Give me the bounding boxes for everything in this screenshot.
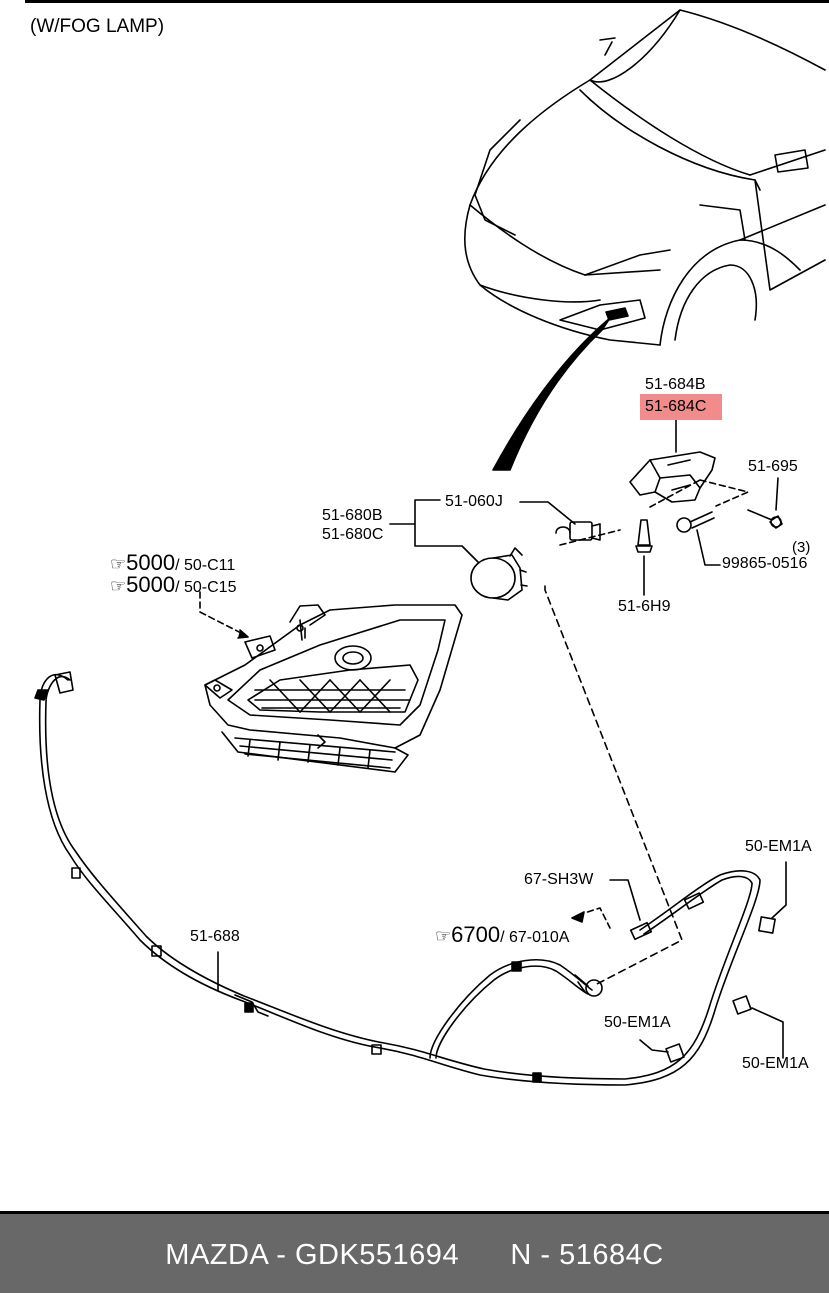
ref-number: 5000 <box>126 550 176 575</box>
ref-number: 6700 <box>451 922 501 947</box>
part-qty: (3) <box>792 539 811 556</box>
part-label-51-060j: 51-060J <box>445 493 503 510</box>
footer-bar <box>0 1211 829 1293</box>
ref-5000-c11: ☞5000/ 50-C11 <box>110 552 235 574</box>
bulb-51-060j <box>519 501 601 541</box>
ref-code: / 50-C11 <box>175 557 236 574</box>
part-label-50-em1a-top: 50-EM1A <box>745 838 812 855</box>
ref-6700-010a: ☞6700/ 67-010A <box>435 924 569 946</box>
part-label-99865-0516: 99865-0516 <box>722 555 808 572</box>
part-label-51-680c: 51-680C <box>322 526 384 543</box>
part-label-51-695: 51-695 <box>748 458 798 475</box>
clip-51-6h9 <box>635 519 653 596</box>
top-rule <box>25 0 829 3</box>
part-label-50-em1a-right: 50-EM1A <box>742 1055 809 1072</box>
wiring-harness <box>34 671 776 1086</box>
footer-part-number: MAZDA - GDK551694 N - 51684C <box>165 1239 664 1271</box>
car-illustration <box>464 9 826 346</box>
part-label-51-684b: 51-684B <box>645 376 706 393</box>
bolt-99865 <box>676 511 721 566</box>
diagram-caption: (W/FOG LAMP) <box>30 16 165 37</box>
part-label-51-680b: 51-680B <box>322 507 383 524</box>
parts-diagram <box>34 9 826 1086</box>
pointing-hand-icon: ☞ <box>435 926 452 946</box>
callout-arrow <box>492 317 611 471</box>
ref-code: / 67-010A <box>500 929 570 946</box>
pointing-hand-icon: ☞ <box>110 576 127 596</box>
part-label-50-em1a-mid: 50-EM1A <box>604 1014 671 1031</box>
part-label-51-688: 51-688 <box>190 928 240 945</box>
ref-number: 5000 <box>126 572 176 597</box>
part-label-51-684c: 51-684C <box>645 398 707 415</box>
ref-code: / 50-C15 <box>175 579 237 596</box>
fog-lamp-bracket <box>629 419 716 503</box>
fog-lamp-bezel <box>204 604 463 773</box>
fog-lamp-unit <box>470 547 528 601</box>
pointing-hand-icon: ☞ <box>110 554 127 574</box>
highlight-box <box>640 394 722 420</box>
screw-51-695 <box>747 477 783 529</box>
ref-5000-c15: ☞5000/ 50-C15 <box>110 574 236 596</box>
part-label-51-6h9: 51-6H9 <box>618 598 671 615</box>
part-label-67-sh3w: 67-SH3W <box>524 871 594 888</box>
